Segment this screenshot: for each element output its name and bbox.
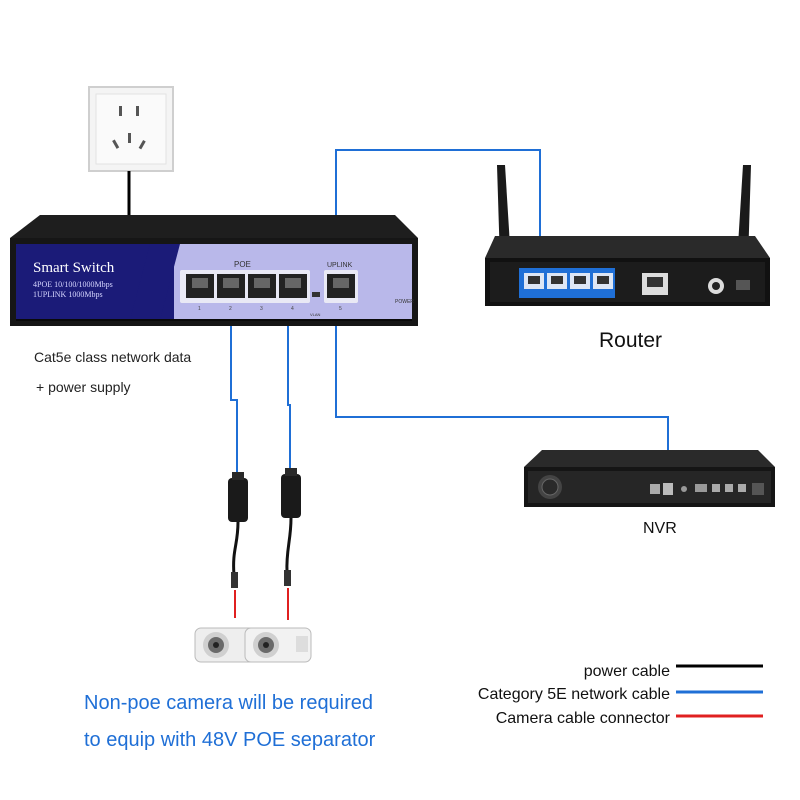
router-label: Router (599, 329, 662, 352)
poe-separator-icon (228, 472, 248, 618)
switch-spec-line2: 1UPLINK 1000Mbps (33, 290, 103, 299)
uplink-label: UPLINK (327, 262, 353, 269)
port-number-2: 2 (229, 306, 232, 312)
uplink-port (327, 274, 355, 298)
switch-spec-line1: 4POE 10/100/1000Mbps (33, 280, 113, 289)
port-number-1: 1 (198, 306, 201, 312)
switch-device: Smart Switch 4POE 10/100/1000Mbps 1UPLIN… (10, 215, 418, 326)
nvr-label: NVR (643, 520, 677, 537)
legend-label-network: Category 5E network cable (478, 686, 670, 703)
nvr-device (524, 450, 775, 507)
wall-outlet-icon (88, 86, 174, 172)
power-label: POWER (395, 299, 414, 305)
port-number-5: 5 (339, 306, 342, 312)
legend-label-connector: Camera cable connector (496, 710, 671, 727)
poe-port (217, 274, 245, 298)
camera-note-line2: to equip with 48V POE separator (84, 729, 376, 751)
poe-port (248, 274, 276, 298)
caption-line2: + power supply (36, 379, 131, 395)
legend-label-power: power cable (584, 663, 670, 680)
switch-title: Smart Switch (33, 260, 115, 276)
poe-label: POE (234, 260, 251, 269)
caption-line1: Cat5e class network data (34, 349, 191, 365)
camera-icon (244, 627, 312, 663)
poe-separator-icon (281, 468, 301, 620)
router-device (485, 165, 770, 306)
port-number-4: 4 (291, 306, 294, 312)
poe-port (279, 274, 307, 298)
port-number-3: 3 (260, 306, 263, 312)
vlan-label: VLAN (310, 312, 321, 317)
legend: power cable Category 5E network cable Ca… (478, 663, 763, 727)
poe-port (186, 274, 214, 298)
camera-note-line1: Non-poe camera will be required (84, 692, 373, 714)
